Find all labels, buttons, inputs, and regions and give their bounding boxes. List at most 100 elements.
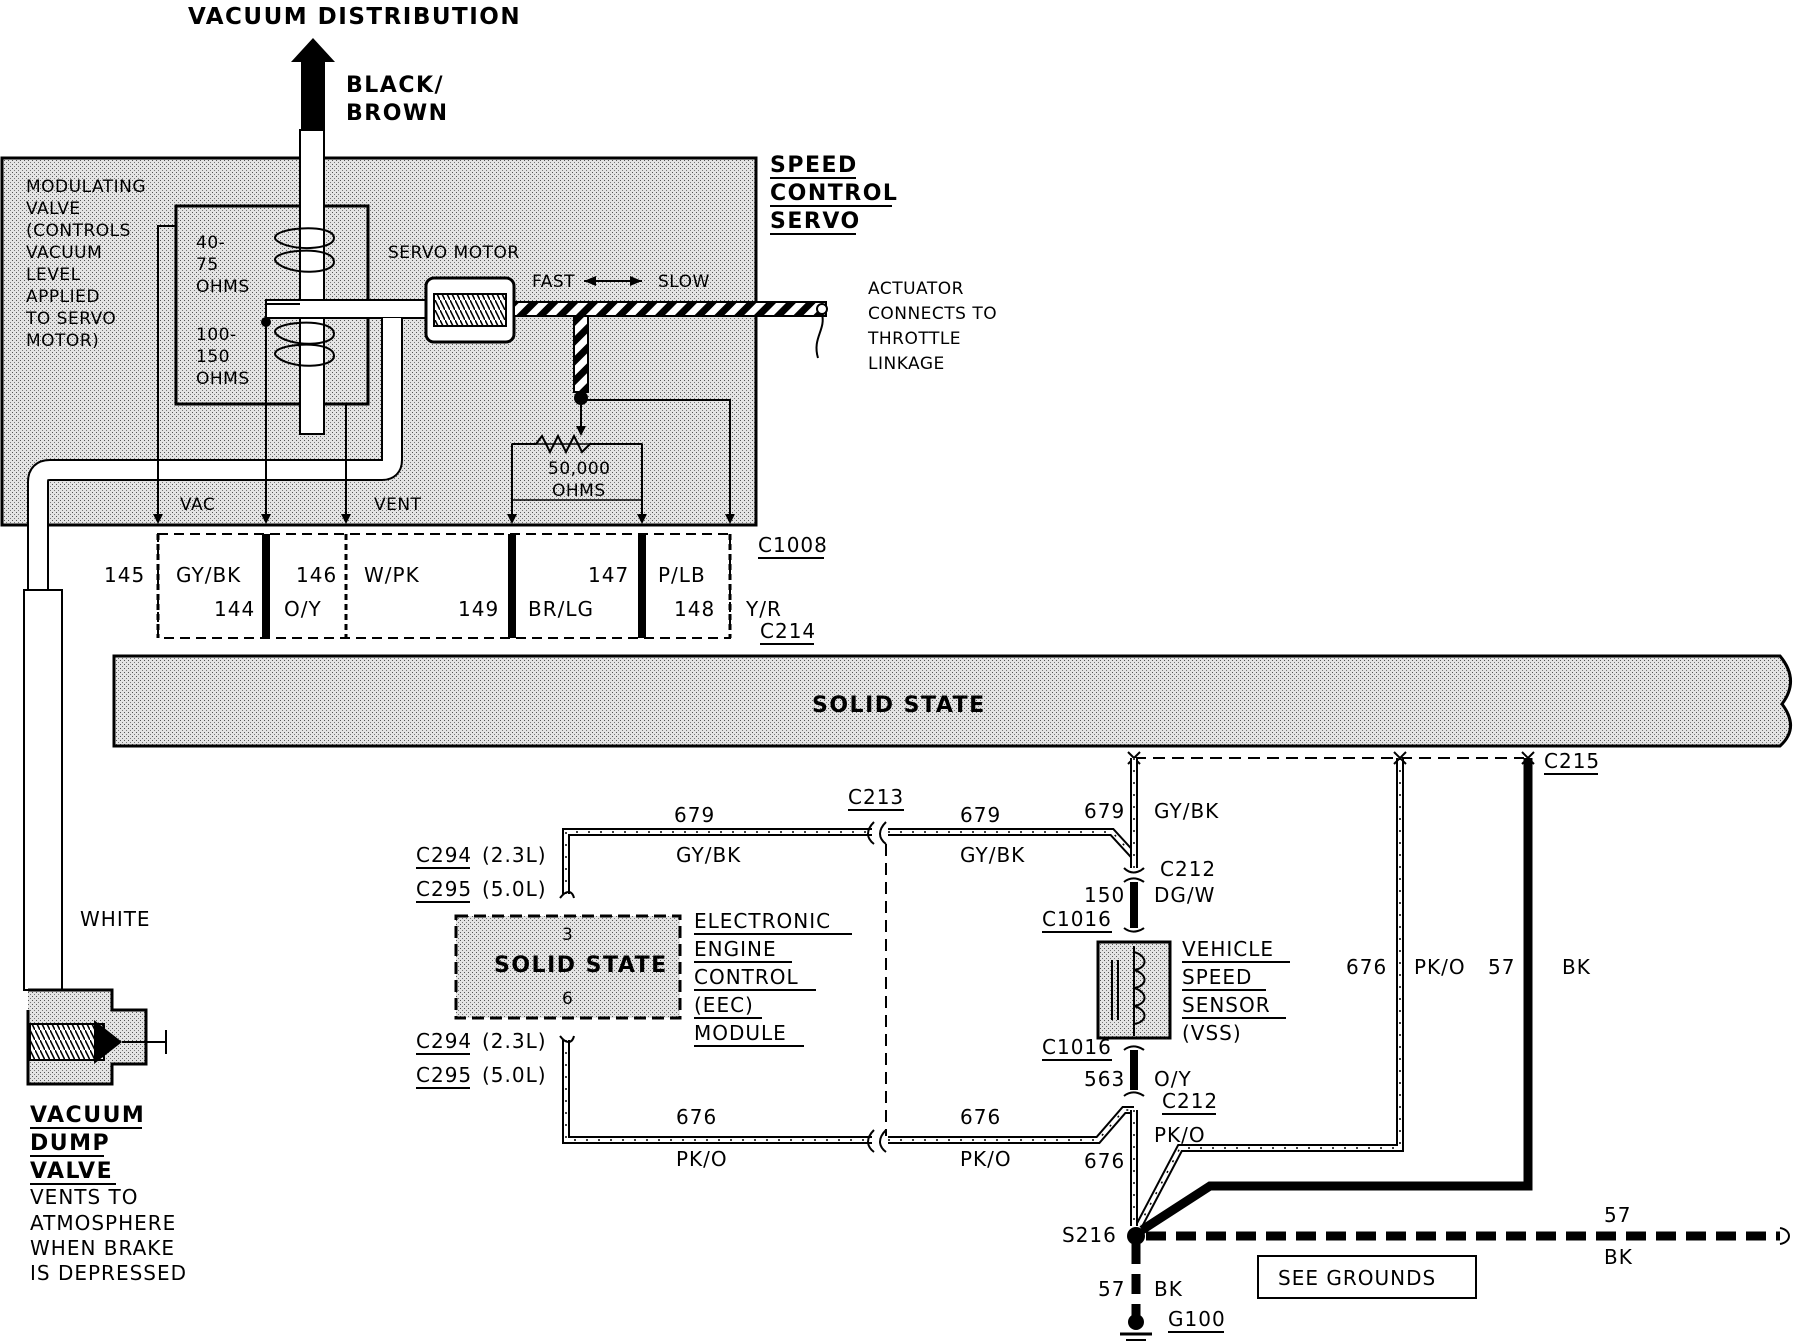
bk-1: BK [1562, 955, 1591, 979]
w57-3: 57 [1604, 1203, 1631, 1227]
wire-146-label: 146 [296, 563, 337, 587]
servo-spring-icon [433, 293, 507, 327]
actuator-rod [513, 301, 827, 317]
s216-splice [1127, 1227, 1145, 1245]
modulating-valve-label: MODULATING VALVE (CONTROLS VACUUM LEVEL … [25, 177, 146, 351]
svg-text:ENGINE: ENGINE [694, 937, 777, 961]
black-brown-label-2: BROWN [346, 101, 449, 126]
svg-text:C295: C295 [416, 1063, 472, 1087]
svg-text:OHMS: OHMS [196, 277, 250, 297]
c213-label: C213 [848, 785, 904, 809]
svg-text:ELECTRONIC: ELECTRONIC [694, 909, 831, 933]
servo-vacuum-tube [265, 299, 435, 319]
servo-motor-label: SERVO MOTOR [388, 243, 520, 263]
w679-2: 679 [960, 803, 1001, 827]
svg-text:MODULATING: MODULATING [26, 177, 146, 197]
eec-module-box [454, 914, 682, 1020]
c212-bottom-label: C212 [1162, 1089, 1218, 1113]
w679-3: 679 [1084, 799, 1125, 823]
svg-text:150: 150 [196, 347, 230, 367]
fast-label: FAST [532, 272, 575, 292]
see-grounds-box [1257, 1255, 1477, 1299]
s216-label: S216 [1062, 1223, 1117, 1247]
black-brown-label-1: BLACK/ [346, 73, 444, 98]
svg-text:IS DEPRESSED: IS DEPRESSED [30, 1261, 187, 1285]
c214-label: C214 [760, 619, 816, 643]
bk-3: BK [1604, 1245, 1633, 1269]
throttle-cable [815, 313, 824, 359]
svg-text:TO SERVO: TO SERVO [25, 309, 116, 329]
harness-676 [559, 1035, 1134, 1153]
svg-text:(EEC): (EEC) [694, 993, 754, 1017]
pko-1: PK/O [676, 1147, 728, 1171]
svg-text:CONTROL: CONTROL [770, 181, 898, 206]
see-grounds-label: SEE GROUNDS [1278, 1266, 1436, 1290]
coil1-icon [274, 227, 336, 250]
harness-679 [559, 821, 1138, 899]
wire-147-color: P/LB [658, 563, 706, 587]
pko-4: PK/O [1414, 955, 1466, 979]
dump-valve-spring-icon [29, 1023, 105, 1061]
coil1-label: 40- [196, 233, 225, 253]
eec-pin-3: 3 [562, 925, 573, 945]
c1016-top-label: C1016 [1042, 907, 1112, 931]
svg-text:VALVE: VALVE [30, 1159, 113, 1184]
slow-label: SLOW [658, 272, 710, 292]
connector-c1008-c214 [156, 533, 732, 639]
eec-box-label: SOLID STATE [494, 953, 668, 978]
white-tube [23, 589, 63, 991]
w676-3: 676 [1084, 1149, 1125, 1173]
vents-description: VENTS TO ATMOSPHERE WHEN BRAKE IS DEPRES… [30, 1185, 187, 1285]
gybk-2: GY/BK [960, 843, 1025, 867]
coil2-label: 100- [196, 325, 237, 345]
svg-text:SPEED: SPEED [770, 153, 858, 178]
w676-2: 676 [960, 1105, 1001, 1129]
wire-148-label: 148 [674, 597, 715, 621]
dump-valve-plunger-icon [94, 1020, 122, 1064]
svg-text:75: 75 [196, 255, 219, 275]
coil2-icon [274, 321, 336, 345]
w57-2: 57 [1098, 1277, 1125, 1301]
svg-text:ATMOSPHERE: ATMOSPHERE [30, 1211, 176, 1235]
eec-module-label: ELECTRONIC ENGINE CONTROL (EEC) MODULE [694, 909, 852, 1047]
svg-text:THROTTLE: THROTTLE [867, 329, 961, 349]
vent-label: VENT [374, 495, 422, 515]
svg-text:CONTROL: CONTROL [694, 965, 799, 989]
resistor-icon [512, 433, 642, 455]
w563: 563 [1084, 1067, 1125, 1091]
wire-145-color: GY/BK [176, 563, 241, 587]
svg-text:SERVO: SERVO [770, 209, 861, 234]
wire-149-color: BR/LG [528, 597, 594, 621]
wire-144-label: 144 [214, 597, 255, 621]
svg-text:VACUUM: VACUUM [26, 243, 102, 263]
vacuum-distribution-label: VACUUM DISTRIBUTION [188, 4, 521, 30]
eec-pin-6: 6 [562, 989, 573, 1009]
dgw: DG/W [1154, 883, 1215, 907]
svg-text:(CONTROLS: (CONTROLS [26, 221, 131, 241]
c212-top-label: C212 [1160, 857, 1216, 881]
svg-text:(5.0L): (5.0L) [482, 1063, 547, 1087]
vac-label: VAC [180, 495, 215, 515]
c1008-label: C1008 [758, 533, 828, 557]
wire-57-bk [1139, 758, 1533, 1234]
vacuum-tube [299, 129, 325, 435]
pko-3: PK/O [1154, 1123, 1206, 1147]
g100-ground-icon [1128, 1314, 1144, 1330]
svg-text:OHMS: OHMS [552, 481, 606, 501]
svg-text:VACUUM: VACUUM [30, 1103, 145, 1128]
g100-label: G100 [1168, 1307, 1226, 1331]
svg-text:ACTUATOR: ACTUATOR [868, 279, 964, 299]
solid-state-bar [112, 654, 1792, 748]
w676-4: 676 [1346, 955, 1387, 979]
svg-text:VENTS TO: VENTS TO [30, 1185, 139, 1209]
svg-text:DUMP: DUMP [30, 1131, 110, 1156]
w679-1: 679 [674, 803, 715, 827]
c1016-bottom-label: C1016 [1042, 1035, 1112, 1059]
vss-label: VEHICLE SPEED SENSOR (VSS) [1182, 937, 1290, 1045]
svg-text:(VSS): (VSS) [1182, 1021, 1242, 1045]
svg-text:LINKAGE: LINKAGE [868, 354, 945, 374]
svg-text:VALVE: VALVE [26, 199, 81, 219]
svg-text:APPLIED: APPLIED [26, 287, 100, 307]
svg-text:C294: C294 [416, 1029, 472, 1053]
resistor-label: 50,000 [548, 459, 610, 479]
